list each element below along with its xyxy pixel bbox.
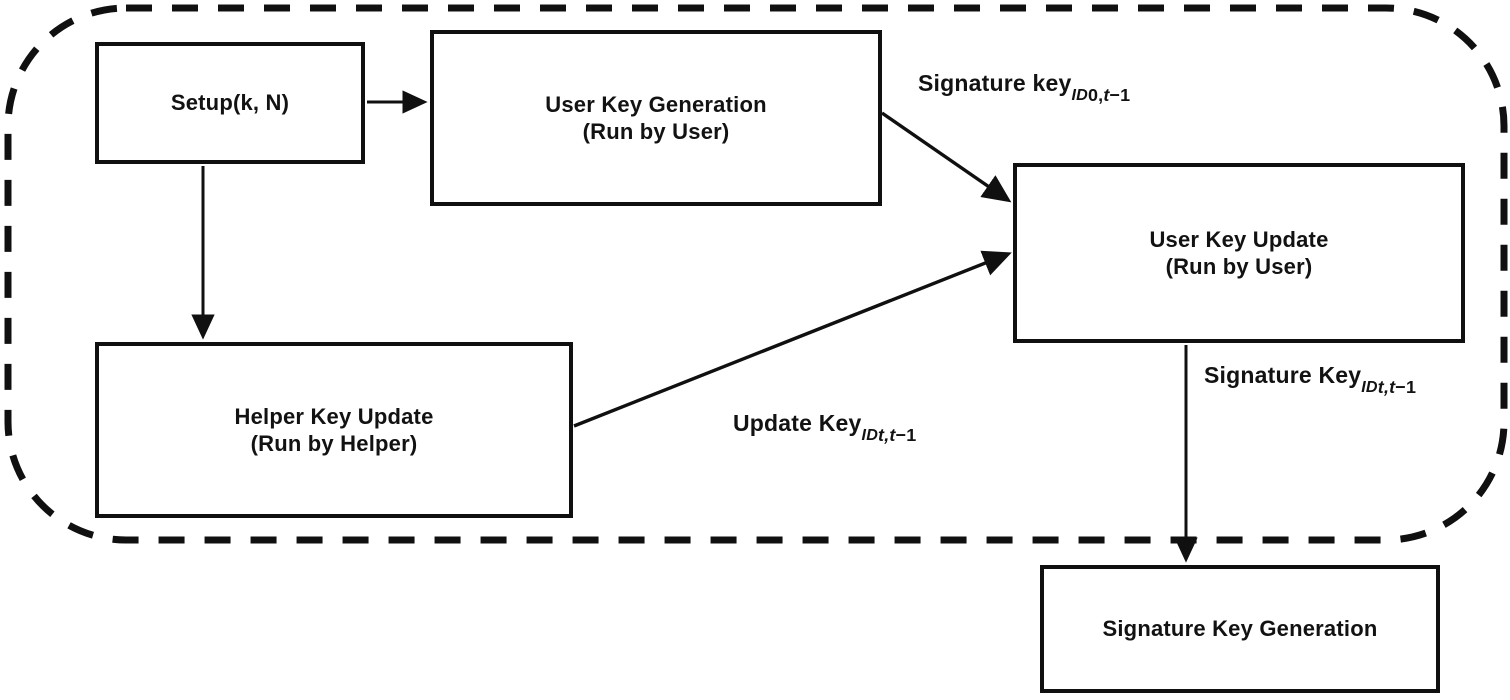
node-user-key-generation-label: User Key Generation xyxy=(545,91,767,117)
node-helper-key-update-sublabel: (Run by Helper) xyxy=(250,431,418,456)
subsub-var: t,t xyxy=(1377,377,1396,398)
edge-label-update-key-idt: Update KeyIDt,t−1 xyxy=(733,410,916,445)
subsub-var: t,t xyxy=(878,425,896,446)
node-setup-label: Setup(k, N) xyxy=(170,90,290,116)
edge-label-update-key-idt-base: Update Key xyxy=(733,410,862,436)
dashed-boundary xyxy=(4,4,1508,544)
node-user-key-generation-sublabel: (Run by User) xyxy=(582,119,730,144)
node-user-key-update-label: User Key Update xyxy=(1149,226,1329,252)
edge-label-signature-key-idt-subscript: ID xyxy=(1361,378,1378,397)
node-user-key-generation[interactable]: User Key Generation (Run by User) xyxy=(430,30,882,206)
edge-label-signature-key-id0-subsubscript: 0,t−1 xyxy=(1088,85,1130,105)
edge-label-update-key-idt-subscript: ID xyxy=(861,426,879,445)
node-signature-key-generation-label: Signature Key Generation xyxy=(1102,616,1378,642)
node-user-key-update[interactable]: User Key Update (Run by User) xyxy=(1013,163,1465,343)
node-setup[interactable]: Setup(k, N) xyxy=(95,42,365,164)
edge-label-signature-key-idt-base: Signature Key xyxy=(1204,362,1362,388)
edge-user-key-generation-to-user-key-update xyxy=(881,111,1012,203)
subsub-suffix: −1 xyxy=(1109,85,1131,106)
subsub-var: t xyxy=(1103,85,1110,106)
edge-label-signature-key-idt: Signature KeyIDt,t−1 xyxy=(1204,362,1416,397)
subsub-prefix: 0, xyxy=(1087,85,1104,106)
subsub-suffix: −1 xyxy=(895,425,917,446)
node-user-key-update-sublabel: (Run by User) xyxy=(1165,254,1313,279)
node-helper-key-update-label: Helper Key Update xyxy=(234,403,434,429)
edge-label-signature-key-id0: Signature keyID0,t−1 xyxy=(918,70,1130,105)
node-signature-key-generation[interactable]: Signature Key Generation xyxy=(1040,565,1440,693)
edge-label-update-key-idt-subsubscript: t,t−1 xyxy=(878,425,916,445)
edge-label-signature-key-id0-subscript: ID xyxy=(1071,86,1088,105)
node-helper-key-update[interactable]: Helper Key Update (Run by Helper) xyxy=(95,342,573,518)
subsub-suffix: −1 xyxy=(1395,377,1417,398)
edge-helper-key-update-to-user-key-update xyxy=(573,250,1012,428)
edge-label-signature-key-id0-base: Signature key xyxy=(918,70,1072,96)
edge-label-signature-key-idt-subsubscript: t,t−1 xyxy=(1378,377,1416,397)
